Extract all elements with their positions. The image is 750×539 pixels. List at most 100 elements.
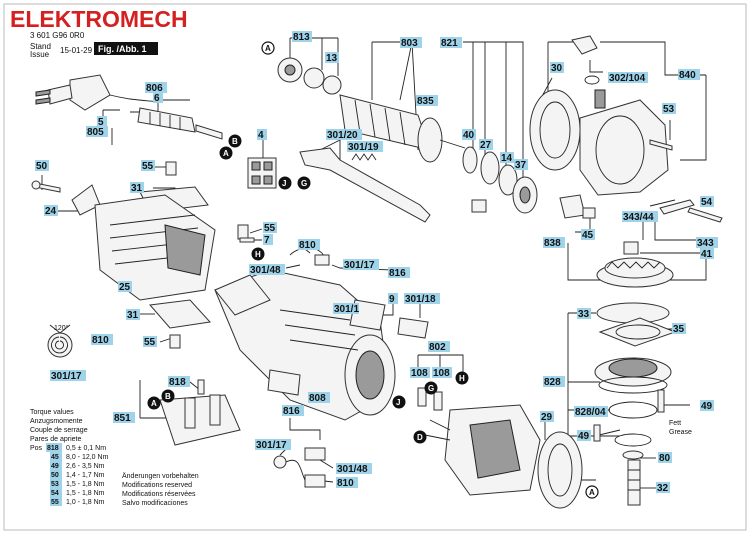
label-301-1: 301/1 [334, 304, 359, 315]
label-41: 41 [701, 249, 713, 260]
label-302-104: 302/104 [609, 73, 646, 84]
label-14: 14 [501, 153, 513, 164]
label-828-04: 828/04 [575, 407, 606, 418]
label-301-17-lower: 301/17 [256, 440, 287, 451]
label-55-mid: 55 [264, 223, 276, 234]
connector-108a [417, 387, 427, 407]
connector-108b [433, 391, 443, 411]
grease-de: Fett [669, 420, 681, 427]
label-301-17-mid: 301/17 [344, 260, 375, 271]
torque-val-53: 1,5 - 1,8 Nm [66, 481, 105, 488]
label-30: 30 [551, 63, 563, 74]
nut-45 [582, 207, 596, 219]
ring-40 [462, 146, 478, 174]
label-828: 828 [544, 377, 561, 388]
label-13: 13 [326, 53, 338, 64]
svg-text:A: A [223, 149, 229, 158]
svg-text:A: A [151, 399, 157, 408]
spindle-lock [571, 35, 598, 55]
label-31-lower: 31 [127, 310, 139, 321]
label-35: 35 [673, 324, 685, 335]
power-plug [35, 74, 161, 111]
label-810-mid: 810 [299, 240, 316, 251]
note-es: Salvo modificaciones [122, 500, 188, 507]
torque-pos-45: 45 [51, 454, 59, 461]
issue-label: Issue [30, 50, 50, 59]
screw-55-top [165, 161, 177, 176]
svg-text:A: A [589, 488, 595, 497]
cover-plate-31-lower [149, 299, 211, 329]
label-805: 805 [87, 127, 104, 138]
screw-49b [593, 424, 601, 442]
label-108-a: 108 [411, 368, 428, 379]
washer-80 [622, 450, 644, 460]
label-53: 53 [663, 104, 675, 115]
spring-810 [47, 324, 73, 358]
screw-53 [649, 139, 673, 151]
label-29: 29 [541, 412, 553, 423]
torque-pos-818: 818 [47, 445, 59, 452]
label-50: 50 [36, 161, 48, 172]
svg-text:J: J [282, 179, 286, 188]
torque-val-50: 1,4 - 1,7 Nm [66, 472, 105, 479]
screw-818 [197, 379, 205, 395]
label-25: 25 [119, 282, 131, 293]
torque-pos-54: 54 [51, 490, 59, 497]
label-810-lower: 810 [337, 478, 354, 489]
bearing-flange-828 [594, 357, 672, 394]
label-24: 24 [45, 206, 57, 217]
label-9: 9 [389, 294, 395, 305]
part-labels: 813 13 803 821 30 302/104 840 806 6 5 80… [35, 31, 718, 494]
svg-text:J: J [396, 398, 400, 407]
torque-val-55: 1,0 - 1,8 Nm [66, 499, 105, 506]
svg-text:B: B [165, 392, 171, 401]
label-5: 5 [98, 117, 104, 128]
screw-55-lower [169, 334, 181, 349]
label-816-lower: 816 [283, 406, 300, 417]
bevel-gear [596, 257, 674, 288]
cable-sleeve [137, 107, 196, 133]
label-45: 45 [582, 230, 594, 241]
label-31-top: 31 [131, 183, 143, 194]
label-4: 4 [258, 130, 264, 141]
fig-label: Fig. /Abb. 1 [98, 44, 147, 54]
torque-pos-49: 49 [51, 463, 59, 470]
svg-text:D: D [417, 433, 423, 442]
brush-holder [471, 199, 487, 213]
ring-14 [498, 164, 518, 196]
label-301-19: 301/19 [348, 142, 379, 153]
label-7: 7 [264, 235, 270, 246]
bottom-cover-851 [159, 394, 241, 446]
label-37: 37 [515, 160, 527, 171]
note-de: Änderungen vorbehalten [122, 472, 199, 480]
svg-text:G: G [428, 384, 434, 393]
torque-line-3: Couple de serrage [30, 427, 88, 434]
torque-val-54: 1,5 - 1,8 Nm [66, 490, 105, 497]
doc-number: 3 601 G96 0R0 [30, 31, 85, 40]
label-6: 6 [154, 93, 160, 104]
label-55-lower: 55 [144, 337, 156, 348]
ring-828-04 [608, 401, 658, 419]
label-32: 32 [657, 483, 669, 494]
label-301-17-left: 301/17 [51, 371, 82, 382]
spindle-32 [627, 459, 641, 506]
label-80: 80 [659, 453, 671, 464]
lever-343-44 [659, 199, 695, 215]
label-301-48-mid: 301/48 [250, 265, 281, 276]
label-40: 40 [463, 130, 475, 141]
label-343-44: 343/44 [623, 212, 654, 223]
spring-angle-label: 120° [54, 324, 69, 332]
stand-label: Stand [30, 42, 51, 51]
label-818: 818 [169, 377, 186, 388]
svg-text:H: H [459, 374, 465, 383]
label-806: 806 [146, 83, 163, 94]
modification-notes: Änderungen vorbehalten Modifications res… [122, 472, 199, 507]
label-802: 802 [429, 342, 446, 353]
torque-val-818: 0,5 ± 0,1 Nm [66, 445, 106, 452]
bearing-41 [623, 241, 639, 255]
label-49-right: 49 [701, 401, 713, 412]
label-810-left: 810 [92, 335, 109, 346]
label-851: 851 [114, 413, 131, 424]
label-803: 803 [401, 38, 418, 49]
label-108-b: 108 [433, 368, 450, 379]
